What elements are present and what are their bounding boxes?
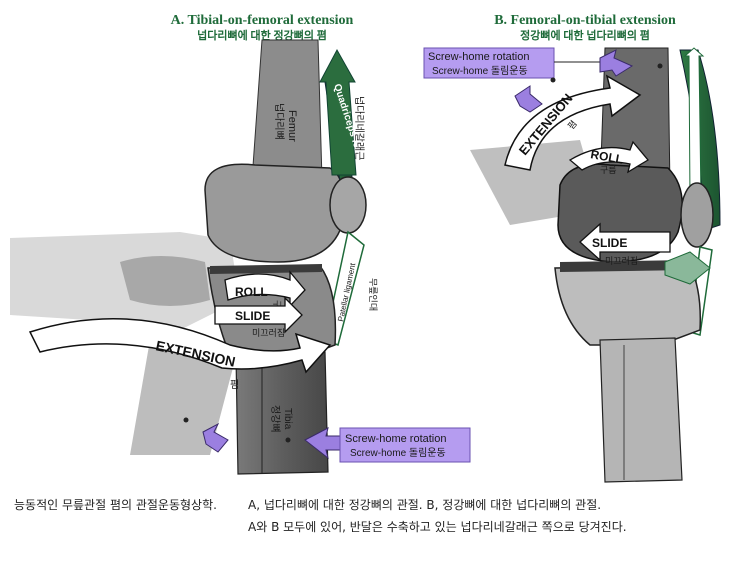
panel-b-small-dot bbox=[550, 77, 556, 83]
panel-b-slide-arrow bbox=[579, 222, 671, 262]
panel-b-tibia-shaft bbox=[599, 337, 683, 483]
panel-a-meniscus bbox=[210, 264, 322, 274]
panel-b-roll-arrow bbox=[568, 140, 649, 174]
caption-line-2: A와 B 모두에 있어, 반달은 수축하고 있는 넙다리네갈래근 쪽으로 당겨진… bbox=[248, 520, 627, 534]
panel-b-meniscus-pull-arrow bbox=[664, 251, 711, 285]
panel-b-screw-home-arrow-top bbox=[599, 49, 634, 77]
panel-b: B. Femoral-on-tibial extension 정강뼈에 대한 넙… bbox=[423, 13, 721, 483]
panel-b-screw-home-label: Screw-home rotation bbox=[428, 51, 530, 63]
panel-b-patella bbox=[680, 182, 714, 248]
panel-b-femur-dot bbox=[657, 63, 663, 69]
panel-a-extension-arrow bbox=[28, 317, 332, 374]
panel-a-screw-home-label: Screw-home rotation bbox=[345, 433, 447, 445]
panel-b-screw-home-label-ko: Screw-home 돌림운동 bbox=[432, 65, 528, 77]
panel-b-screw-home-box bbox=[423, 47, 555, 79]
panel-b-meniscus bbox=[560, 260, 690, 272]
panel-a-extension-label-ko: 폄 bbox=[230, 379, 239, 391]
panel-b-screw-home-arrow-left bbox=[514, 85, 543, 113]
panel-b-slide-label-ko: 미끄러짐 bbox=[605, 256, 638, 266]
panel-a-tibia-dot bbox=[285, 437, 291, 443]
panel-a-slide-label: SLIDE bbox=[235, 309, 270, 323]
panel-a-tibia-label-ko: 정강뼈 bbox=[269, 405, 281, 433]
panel-b-slide-label: SLIDE bbox=[592, 236, 627, 250]
panel-a-screw-home-box bbox=[339, 427, 471, 463]
panel-b-quadriceps-arrow bbox=[683, 47, 705, 201]
panel-a-patellar-ligament-label-ko: 무릎인대 bbox=[368, 278, 378, 311]
caption-left: 능동적인 무릎관절 폄의 관절운동형상학. bbox=[14, 498, 217, 512]
panel-a-slide-arrow bbox=[214, 296, 303, 334]
panel-a-tibia-shaft bbox=[235, 351, 329, 475]
panel-a-screw-home-arrow-left bbox=[202, 422, 229, 453]
panel-a-screw-home-label-ko: Screw-home 돌림운동 bbox=[350, 447, 446, 459]
caption-line-1: A, 넙다리뼈에 대한 정강뼈의 관절. B, 정강뼈에 대한 넙다리뼈의 관절… bbox=[248, 498, 602, 512]
panel-b-extension-arrow bbox=[504, 74, 642, 171]
panel-b-extension-label-ko: 폄 bbox=[565, 118, 579, 131]
panel-a-femur-label: Femur bbox=[286, 110, 298, 142]
panel-a-subtitle: 넙다리뼈에 대한 정강뼈의 폄 bbox=[197, 28, 327, 42]
panel-a-roll-label: ROLL bbox=[235, 285, 268, 299]
panel-b-subtitle: 정강뼈에 대한 넙다리뼈의 폄 bbox=[520, 28, 650, 42]
panel-a-tibia-label: Tibia bbox=[282, 408, 293, 430]
panel-a-small-dot bbox=[183, 417, 189, 423]
panel-a-quadriceps-label-ko: 넙다리네갈래근 bbox=[353, 96, 366, 160]
panel-a-background-shin bbox=[130, 340, 235, 455]
panel-a-title: A. Tibial-on-femoral extension bbox=[171, 13, 354, 28]
panel-a-background-foot bbox=[120, 256, 210, 306]
panel-a: A. Tibial-on-femoral extension 넙다리뼈에 대한 … bbox=[10, 13, 471, 475]
panel-a-patella bbox=[329, 176, 367, 234]
panel-b-title: B. Femoral-on-tibial extension bbox=[494, 13, 676, 28]
panel-a-femur-label-ko: 넙다리뼈 bbox=[273, 103, 285, 140]
panel-a-femur-condyle bbox=[204, 163, 345, 263]
panel-a-roll-arrow bbox=[224, 270, 306, 308]
panel-a-quadriceps-arrow bbox=[319, 48, 357, 176]
panel-a-slide-label-ko: 미끄러짐 bbox=[252, 328, 285, 338]
panel-b-roll-label: ROLL bbox=[589, 147, 624, 166]
panel-b-roll-label-ko: 구름 bbox=[600, 165, 617, 175]
